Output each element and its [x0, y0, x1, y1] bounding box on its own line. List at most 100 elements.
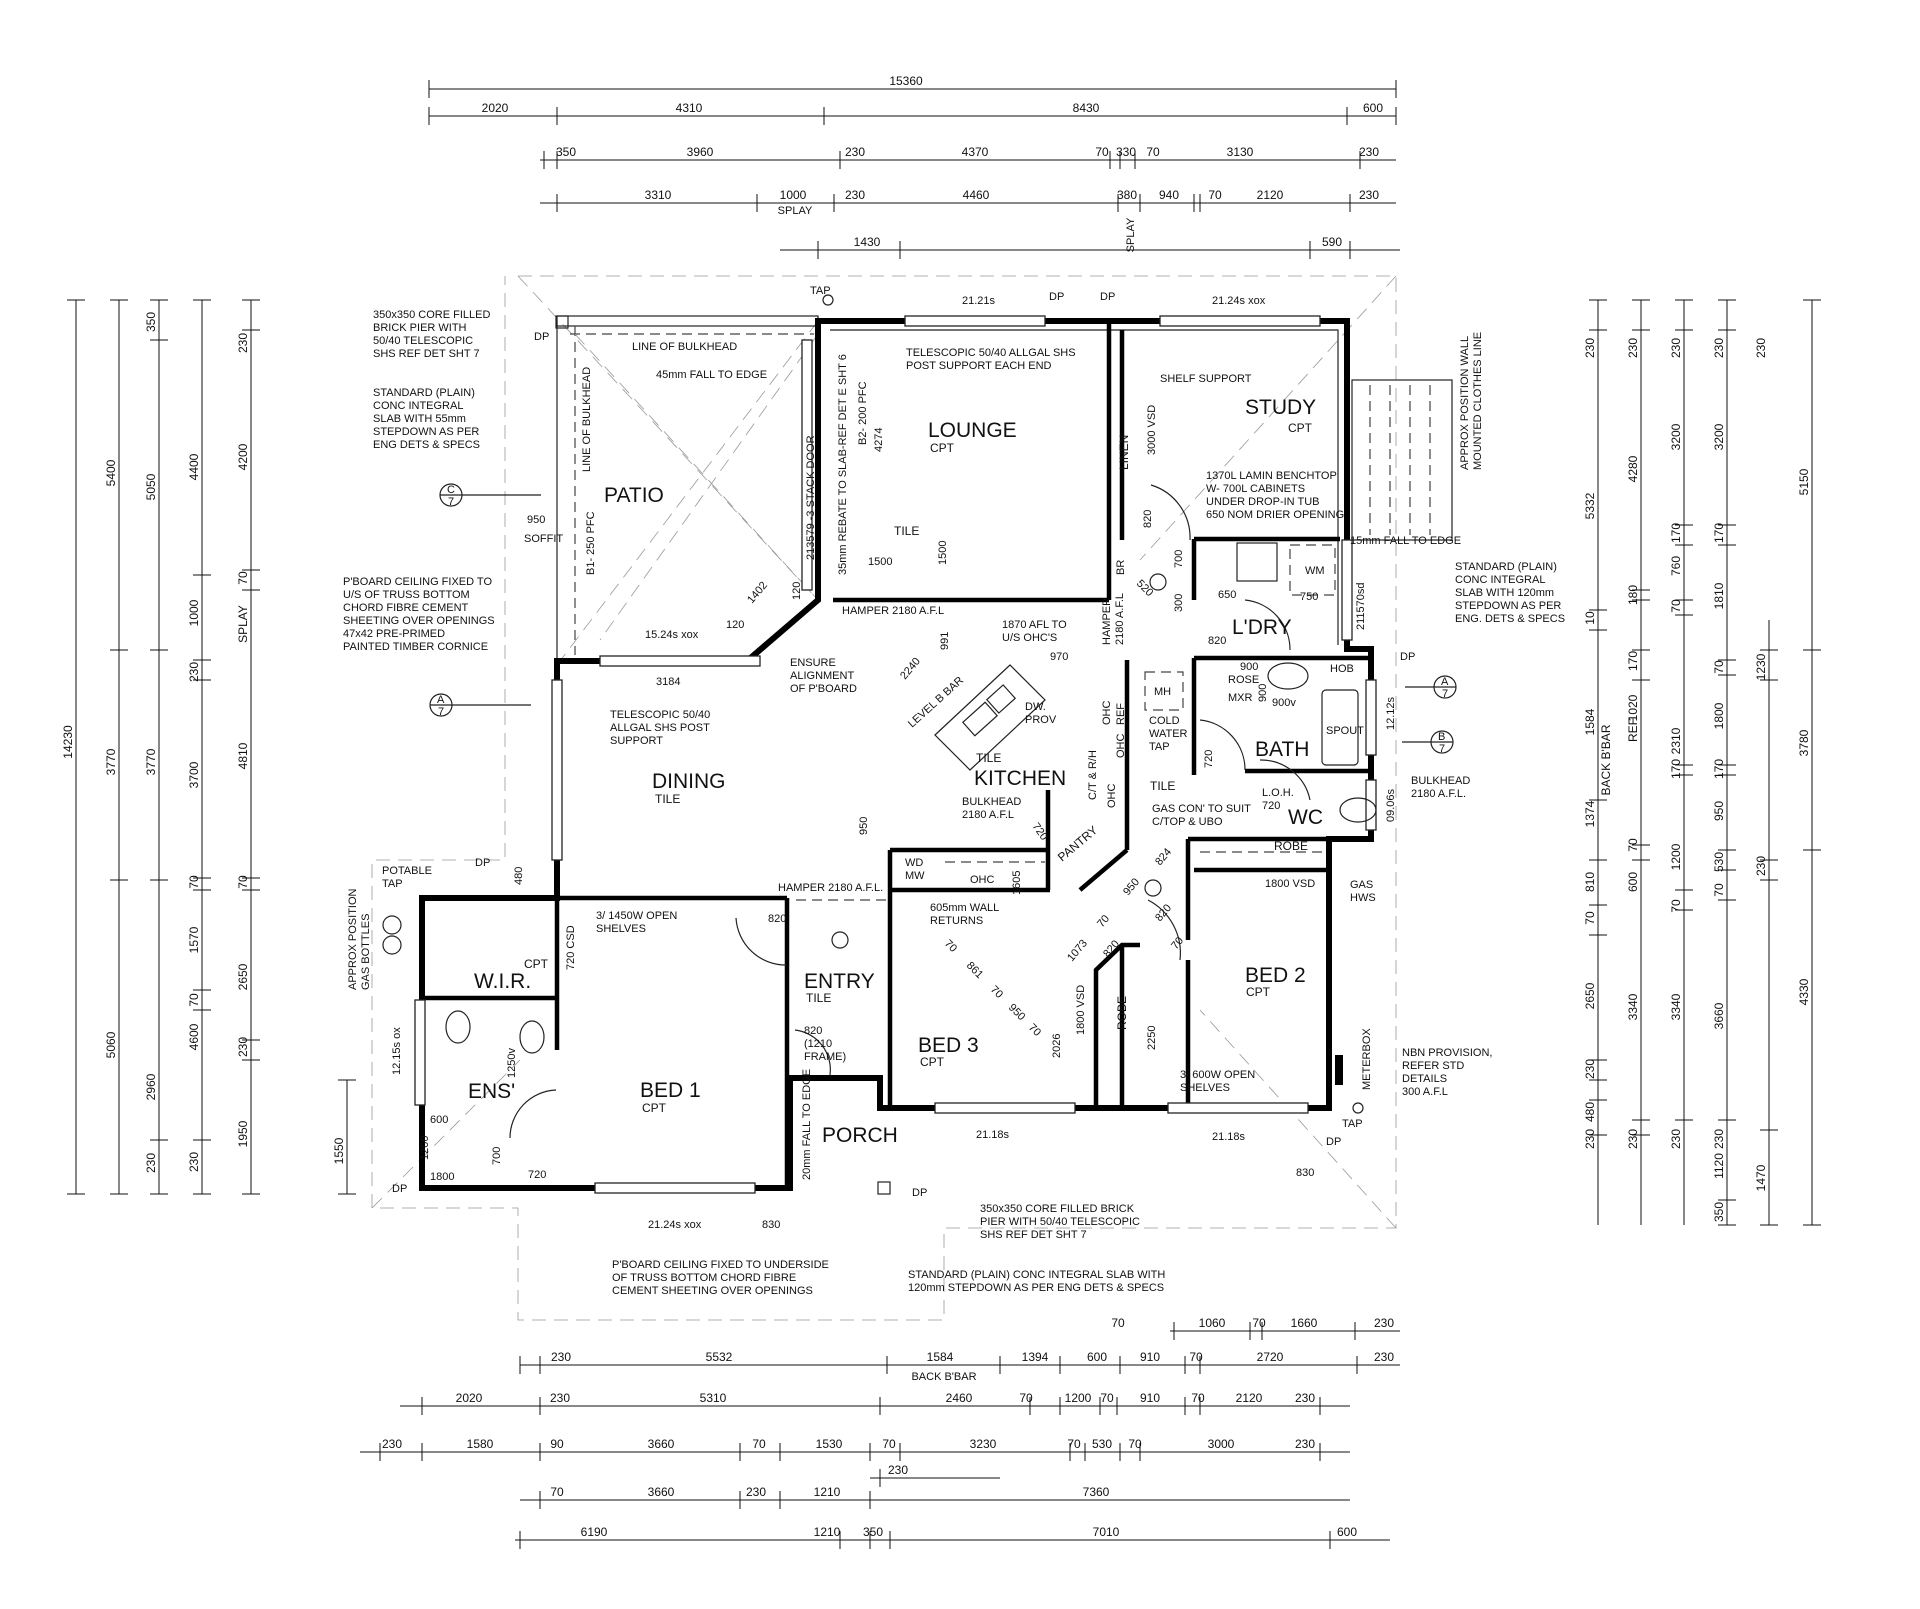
note-stack-door: 213579 -3 STACK DOOR	[805, 435, 817, 560]
patio-area	[555, 315, 819, 661]
dimension-value: 70	[1191, 1391, 1205, 1405]
hall-diagonal-dimension: 70	[1169, 935, 1186, 952]
dimension-value: 1530	[816, 1437, 843, 1451]
dimension-value: 1394	[1022, 1350, 1049, 1364]
dimension-value: 14230	[61, 725, 75, 759]
note-slab-laundry-line: SLAB WITH 120mm	[1455, 587, 1554, 599]
toilet-wc-icon	[1339, 797, 1377, 823]
note-ceiling-patio-line: 47x42 PRE-PRIMED	[343, 628, 445, 640]
windows	[414, 315, 1377, 1194]
note-telescopic-dining-line: TELESCOPIC 50/40	[610, 709, 710, 721]
section-sheet: 7	[1442, 688, 1448, 700]
basin-ens-icon	[519, 1020, 545, 1054]
dimension-value: 170	[1712, 759, 1726, 779]
dimension-value: 4810	[236, 742, 250, 769]
laundry-dimension: 820	[1142, 510, 1154, 528]
dimension-value: 70	[1712, 660, 1726, 674]
dimension-value: 230	[187, 1152, 201, 1172]
dimension-value: 3660	[648, 1485, 675, 1499]
dimension-value: 1580	[467, 1437, 494, 1451]
dimension-value: 1000	[187, 599, 201, 626]
dimension-value: 1210	[814, 1485, 841, 1499]
dimension-value: 230	[845, 188, 865, 202]
note-wall-returns-line: 605mm WALL	[930, 902, 999, 914]
dimension-value: 3960	[687, 145, 714, 159]
splay-label: SPLAY	[778, 205, 813, 217]
external-walls	[419, 318, 1374, 1191]
note-dining-3184: 3184	[656, 676, 680, 688]
note-ref: REF	[1115, 703, 1127, 725]
floor-finish-lounge_finish: CPT	[930, 441, 955, 455]
note-ceiling-porch-line: OF TRUSS BOTTOM CHORD FIBRE	[612, 1272, 796, 1284]
dimension-value: 600	[1626, 872, 1640, 892]
room-label-bed2: BED 2	[1245, 964, 1306, 987]
note-entry-door-line: (1210	[804, 1038, 832, 1050]
dimension-value: 1470	[1754, 1164, 1768, 1191]
shower-note: 900	[1257, 684, 1269, 702]
dimension-value: 1800	[1712, 702, 1726, 729]
note-ohc-height-line: 1870 AFL TO	[1002, 619, 1067, 631]
note-potable-tap-line: TAP	[382, 878, 403, 890]
note-hamper-kitchen-line: HAMPER	[1101, 598, 1113, 645]
dimension-value: 3770	[104, 748, 118, 775]
dimension-value: 170	[1669, 523, 1683, 543]
dimension-value: 1430	[854, 235, 881, 249]
laundry-dimension: 650	[1218, 589, 1236, 601]
dimension-column: 14230	[61, 299, 85, 1195]
note-nbn-line: 300 A.F.L	[1402, 1086, 1448, 1098]
note-loh: L.O.H.720	[1262, 787, 1294, 812]
dimension-value: 600	[1337, 1525, 1357, 1539]
note-ohc-a: OHC	[1101, 701, 1113, 726]
dimension-value: 330	[1116, 145, 1136, 159]
dimension-value: 230	[144, 1153, 158, 1173]
laundry-dimension: 520	[1134, 578, 1155, 599]
hall-diagonal-dimension: 824	[1153, 846, 1174, 868]
floor-finish-study_finish: CPT	[1288, 421, 1313, 435]
dimension-value: 70	[1146, 145, 1160, 159]
dimension-value: 5332	[1583, 492, 1597, 519]
dimension-value: 2650	[1583, 982, 1597, 1009]
dimension-value: 170	[1669, 759, 1683, 779]
note-pier-porch-line: SHS REF DET SHT 7	[980, 1229, 1087, 1241]
dimension-value: 230	[1359, 188, 1379, 202]
note-bottom-830: 830	[1296, 1167, 1314, 1179]
dimension-value: 230	[1583, 1059, 1597, 1079]
note-kitchen-991: 991	[939, 632, 951, 650]
dimension-column: 2303200170181070180017095053070366023011…	[1712, 299, 1736, 1226]
note-clothes-line-line: APPROX POSITION WALL	[1459, 336, 1471, 470]
note-ohc-lower: OHC	[970, 874, 995, 886]
dimension-value: 230	[550, 1391, 570, 1405]
room-label-lounge: LOUNGE	[928, 419, 1017, 442]
bed3-diagonal-dimension: 950	[1006, 1002, 1027, 1023]
note-loh-line: L.O.H.	[1262, 787, 1294, 799]
note-patio-120a: 120	[791, 582, 803, 600]
dimension-value: 230	[382, 1437, 402, 1451]
dimension-value: REF	[1626, 718, 1640, 742]
note-bulkhead-kitchen-line: BULKHEAD	[962, 796, 1021, 808]
dimension-value: 1200	[1065, 1391, 1092, 1405]
note-wc-window: 09.06s	[1385, 788, 1397, 822]
downpipe-label: DP	[912, 1187, 927, 1199]
floor-finish-tile_hall: TILE	[1150, 779, 1175, 793]
room-label-laundry: L'DRY	[1232, 616, 1292, 639]
laundry-dimension: 820	[1208, 635, 1226, 647]
note-lounge-1500a: 1500	[868, 556, 892, 568]
note-wm: WM	[1305, 565, 1325, 577]
dimension-value: 5310	[700, 1391, 727, 1405]
note-bed1-window: 21.24s xox	[648, 1219, 702, 1231]
ensuite-dimension: 1200	[419, 1136, 431, 1160]
dimension-value: 70	[1669, 899, 1683, 913]
dimension-value: 3340	[1626, 993, 1640, 1020]
smoke-alarm-icon	[1149, 573, 1167, 591]
tap-icon	[1352, 1102, 1364, 1114]
section-sheet: 7	[438, 706, 444, 718]
note-pier-top-line: 350x350 CORE FILLED	[373, 309, 490, 321]
dimension-value: 70	[1100, 1391, 1114, 1405]
